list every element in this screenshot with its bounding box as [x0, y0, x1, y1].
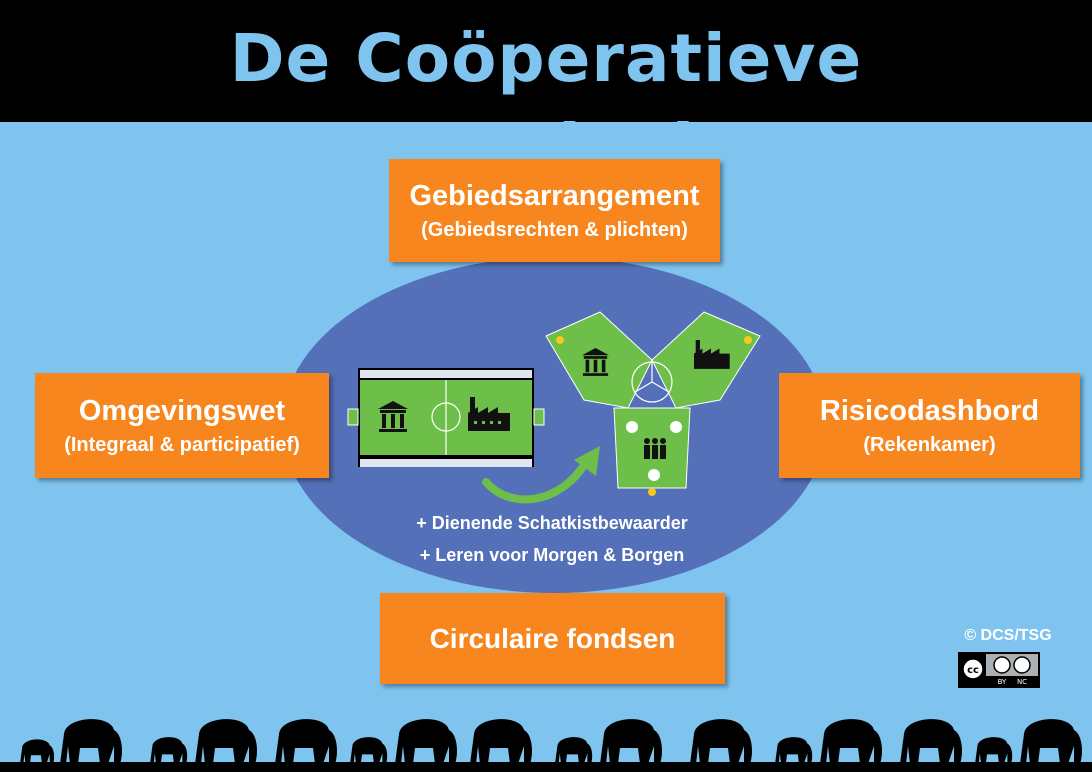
rectangular-field [347, 368, 545, 467]
elephant-icon [975, 737, 1013, 764]
elephant-icon [900, 719, 962, 764]
elephant-icon [600, 719, 662, 764]
arrow-curve-icon [482, 458, 590, 504]
box-title: Omgevingswet [78, 394, 286, 427]
box-title: Risicodashbord [819, 394, 1040, 427]
box-subtitle: (Integraal & participatief) [64, 433, 300, 456]
nc-label: NC [1017, 678, 1027, 686]
elephant-icon [350, 737, 388, 764]
header-bar [0, 0, 1092, 122]
copyright-text: © DCS/TSG [964, 627, 1052, 644]
circulaire-fondsen-box: Circulaire fondsen [380, 593, 725, 684]
nc-icon [1013, 656, 1031, 674]
elephant-icon [20, 739, 55, 764]
elephant-icon [60, 719, 122, 764]
omgevingswet-box: Omgevingswet (Integraal & participatief) [35, 373, 329, 478]
box-subtitle: (Gebiedsrechten & plichten) [421, 218, 688, 241]
government-building-icon [378, 401, 408, 432]
arrow-head [574, 446, 600, 476]
elephant-border [20, 719, 1082, 764]
elephant-icon [775, 737, 813, 764]
elephant-icon [690, 719, 752, 764]
elephant-icon [275, 719, 337, 764]
elephant-icon [470, 719, 532, 764]
elephant-icon [150, 737, 188, 764]
government-building-icon [582, 348, 609, 376]
factory-icon [694, 340, 730, 369]
svg-text:cc: cc [967, 665, 979, 676]
box-title: Circulaire fondsen [429, 622, 676, 654]
people-icon [644, 438, 666, 459]
elephant-icon [555, 737, 593, 764]
cc-license-badge: cc BY NC [958, 652, 1040, 688]
center-bullet: + Leren voor Morgen & Borgen [419, 545, 685, 565]
box-title: Gebiedsarrangement [409, 179, 700, 212]
elephant-icon [820, 719, 882, 764]
elephant-icon [1020, 719, 1082, 764]
elephant-icon [395, 719, 457, 764]
by-label: BY [998, 678, 1007, 686]
box-subtitle: (Rekenkamer) [863, 433, 996, 456]
center-bullet: + Dienende Schatkistbewaarder [416, 513, 688, 533]
gebiedsarrangement-box: Gebiedsarrangement (Gebiedsrechten & pli… [389, 159, 720, 262]
ground-strip [0, 762, 1092, 772]
elephant-icon [195, 719, 257, 764]
cc-icon [962, 658, 984, 680]
risicodashbord-box: Risicodashbord (Rekenkamer) [779, 373, 1080, 478]
factory-icon [468, 397, 510, 431]
by-icon [993, 656, 1011, 674]
